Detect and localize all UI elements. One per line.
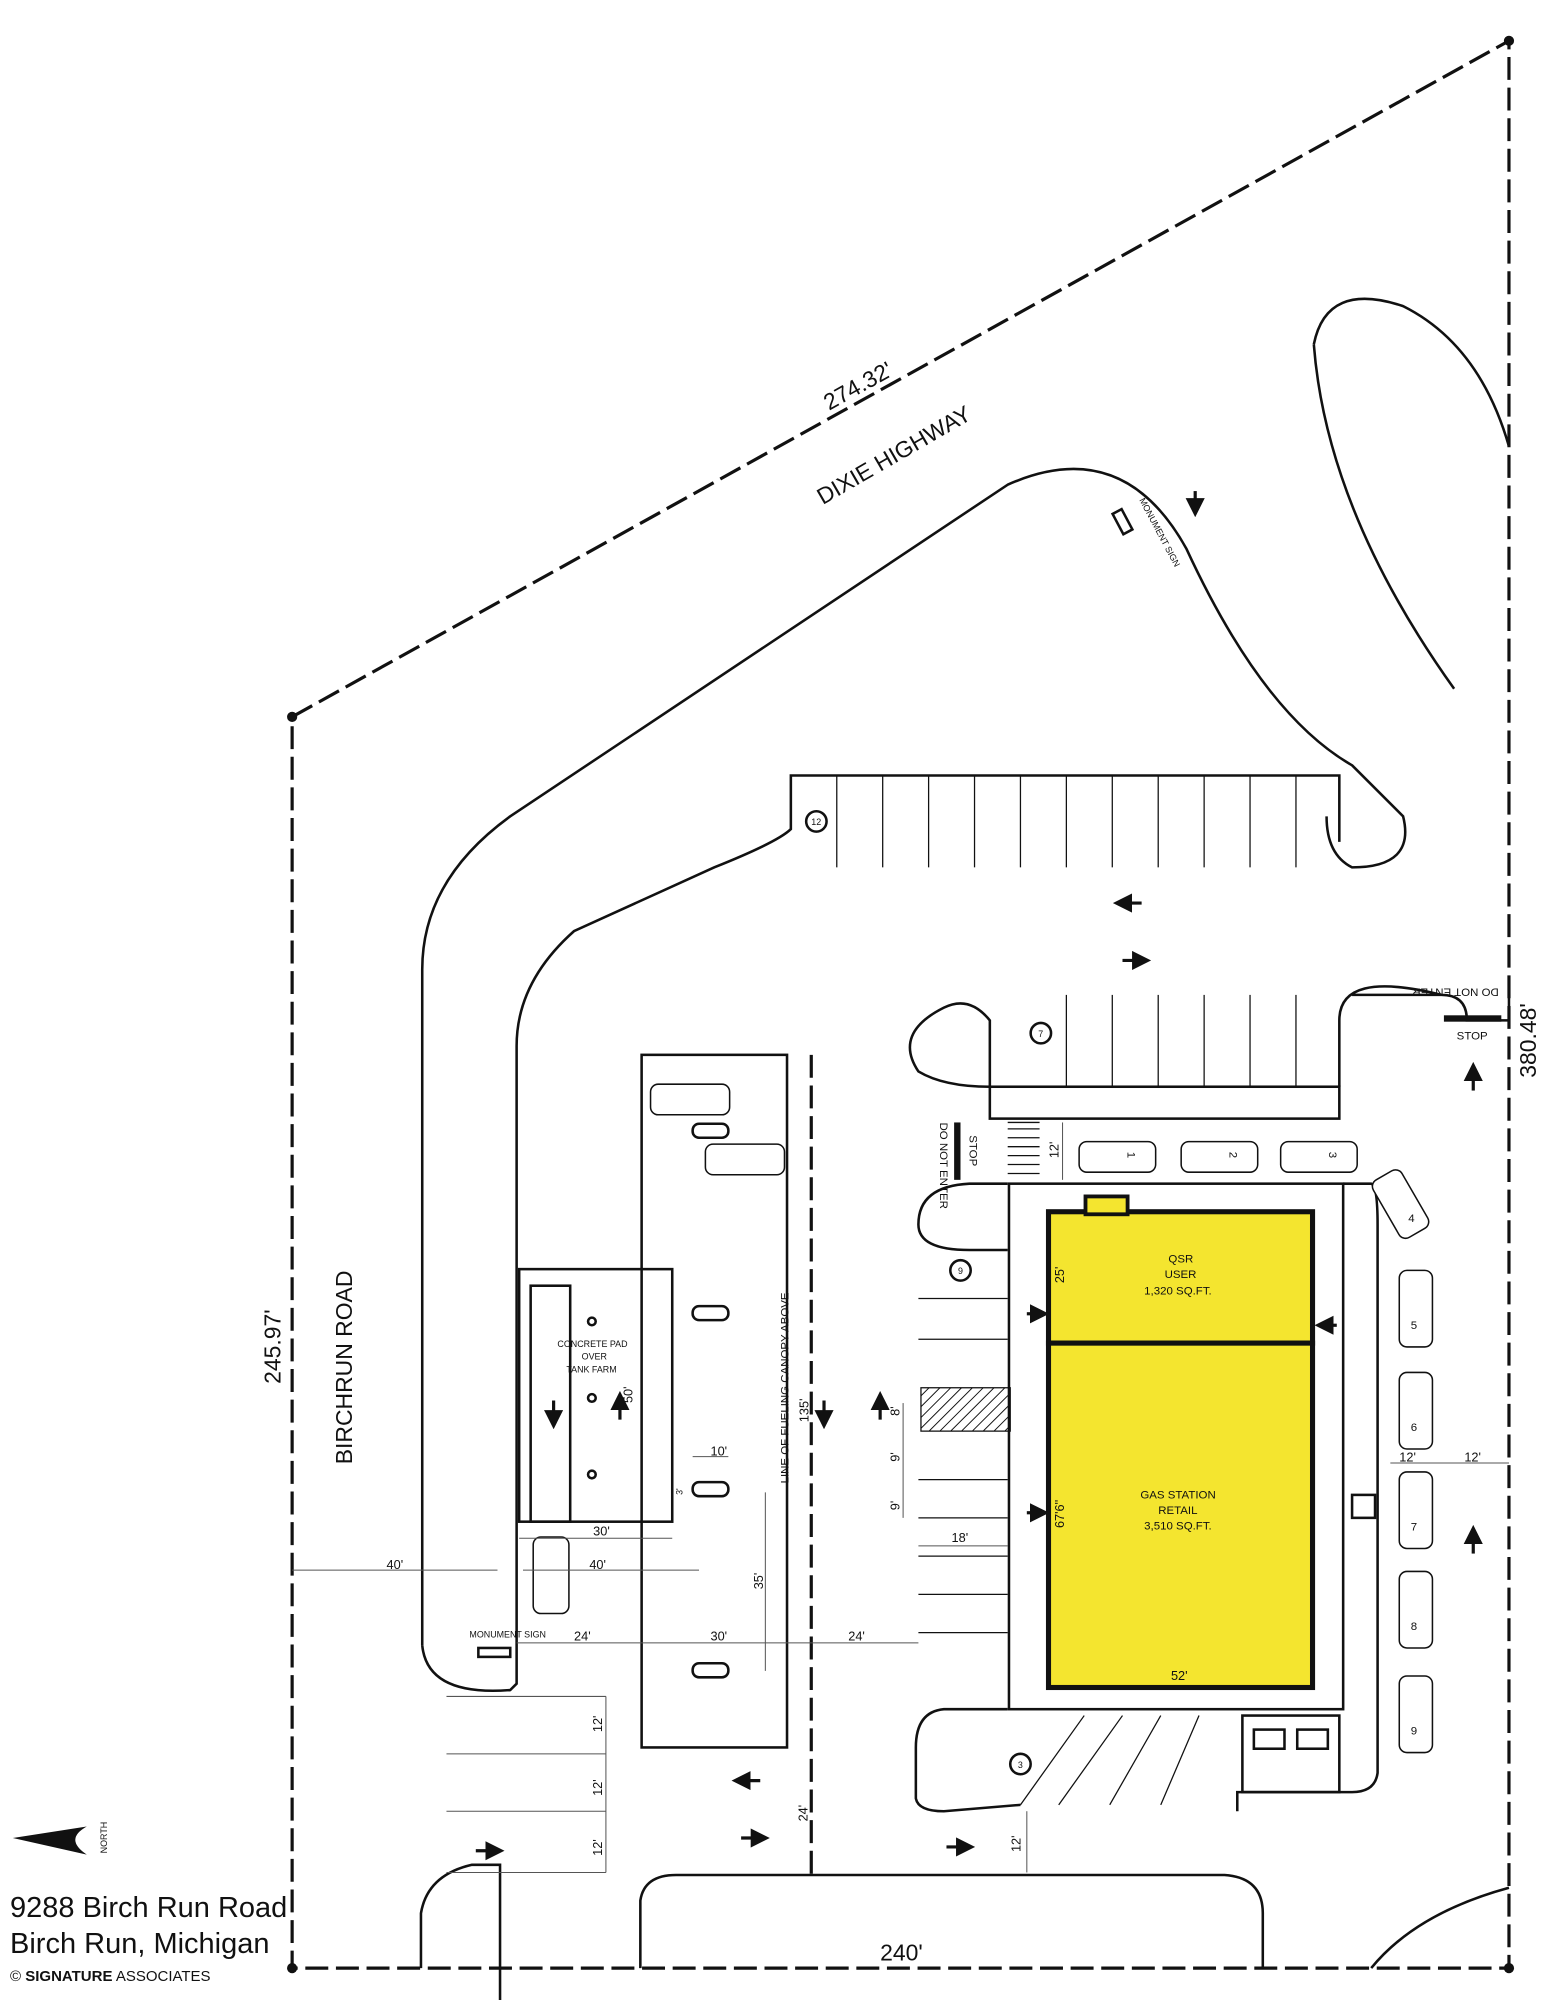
credit-brand: SIGNATURE <box>25 1968 113 1985</box>
car-7: 7 <box>1411 1522 1417 1534</box>
building-bump <box>1083 1194 1130 1217</box>
parking-count-9: 9 <box>958 1266 963 1276</box>
car-4: 4 <box>1408 1213 1415 1225</box>
qsr-area: 1,320 SQ.FT. <box>1144 1286 1212 1298</box>
dixie-highway-label: DIXIE HIGHWAY <box>812 400 975 509</box>
south-edge-dimension: 240' <box>880 1939 923 1965</box>
tank-farm <box>517 1267 674 1523</box>
tank-farm-width: 30' <box>593 1524 610 1539</box>
dim-40-left: 40' <box>387 1557 404 1572</box>
west-edge-dimension: 245.97' <box>260 1309 286 1384</box>
north-arrow-icon <box>12 1826 87 1855</box>
car-2: 2 <box>1227 1152 1239 1158</box>
dim-12-drive-thru: 12' <box>1047 1142 1062 1159</box>
stop-bar-right <box>1443 1015 1502 1022</box>
monument-sign-left <box>477 1646 512 1659</box>
gas-line1: GAS STATION <box>1140 1490 1215 1502</box>
fuel-dispensers <box>691 1122 730 1679</box>
dim-9-a: 9' <box>887 1452 902 1462</box>
east-edge-dimension: 380.48' <box>1515 1003 1541 1078</box>
car-1: 1 <box>1125 1152 1137 1158</box>
gas-line2: RETAIL <box>1158 1505 1197 1517</box>
parking-count-markers <box>804 809 1053 1776</box>
address-line2: Birch Run, Michigan <box>10 1928 270 1960</box>
gas-width: 52' <box>1171 1668 1188 1683</box>
stop-bar-left <box>954 1122 961 1180</box>
dim-12-lane1: 12' <box>590 1716 605 1733</box>
dim-40-right: 40' <box>589 1557 606 1572</box>
dim-18: 18' <box>952 1530 969 1545</box>
traffic-arrows <box>475 491 1483 1861</box>
monument-sign-left-label: MONUMENT SIGN <box>469 1630 546 1640</box>
parking-count-3: 3 <box>1018 1760 1023 1770</box>
gas-depth: 67'6" <box>1052 1500 1067 1528</box>
parking-count-7: 7 <box>1038 1029 1043 1039</box>
dim-9-b: 9' <box>887 1501 902 1511</box>
utility-box <box>1350 1493 1377 1520</box>
dim-12-lane2: 12' <box>590 1779 605 1796</box>
copyright-symbol: © <box>10 1968 22 1985</box>
dim-8: 8' <box>887 1406 902 1416</box>
dim-30: 30' <box>711 1628 728 1643</box>
dim-12-queue-right: 12' <box>1464 1450 1481 1465</box>
stop-label-right: STOP <box>1457 1031 1488 1043</box>
ada-aisle <box>920 1387 1011 1432</box>
parking-stripes <box>836 775 1297 1806</box>
do-not-enter-right: DO NOT ENTER <box>1412 986 1498 998</box>
tank-farm-length: 50' <box>621 1386 636 1403</box>
dim-24-right: 24' <box>848 1628 865 1643</box>
dim-12-bottom: 12' <box>1008 1835 1023 1852</box>
qsr-unit <box>1045 1209 1316 1346</box>
gas-station-unit <box>1045 1340 1316 1691</box>
dim-24-bottom: 24' <box>795 1805 810 1822</box>
dimension-lines <box>292 1122 1509 1873</box>
parking-count-12: 12 <box>811 817 821 827</box>
credit-suffix: ASSOCIATES <box>115 1968 211 1985</box>
address-line1: 9288 Birch Run Road <box>10 1892 288 1924</box>
car-5: 5 <box>1411 1320 1417 1332</box>
north-label: NORTH <box>99 1822 109 1854</box>
trash-enclosure <box>1241 1714 1341 1794</box>
drive-thru-cars <box>532 1083 1434 1754</box>
tank-farm-line1: CONCRETE PAD <box>557 1339 627 1349</box>
dim-24-left: 24' <box>574 1628 591 1643</box>
qsr-line2: USER <box>1165 1269 1197 1281</box>
canopy-label: LINE OF FUELING CANOPY ABOVE <box>779 1292 791 1483</box>
stop-label-left: STOP <box>966 1135 978 1166</box>
qsr-depth: 25' <box>1052 1267 1067 1284</box>
monument-sign-top <box>1110 507 1135 536</box>
address-block: 9288 Birch Run Road Birch Run, Michigan … <box>10 1890 287 1985</box>
dim-10: 10' <box>711 1443 728 1458</box>
car-9: 9 <box>1411 1726 1417 1738</box>
property-boundary <box>287 35 1515 1974</box>
car-3: 3 <box>1326 1152 1338 1158</box>
gas-area: 3,510 SQ.FT. <box>1144 1520 1212 1532</box>
credit: © SIGNATURE ASSOCIATES <box>10 1968 287 1985</box>
fueling-canopy <box>640 1053 789 1749</box>
dim-35: 35' <box>751 1573 766 1590</box>
tank-farm-line3: TANK FARM <box>566 1364 616 1374</box>
dim-12-lane3: 12' <box>590 1839 605 1856</box>
dim-12-queue-left: 12' <box>1399 1450 1416 1465</box>
qsr-line1: QSR <box>1168 1254 1193 1266</box>
canopy-length: 135' <box>797 1398 812 1422</box>
do-not-enter-left: DO NOT ENTER <box>937 1122 949 1208</box>
walkway <box>1007 1182 1345 1711</box>
tank-farm-line2: OVER <box>582 1352 608 1362</box>
car-8: 8 <box>1411 1621 1417 1633</box>
dim-3: 3' <box>674 1488 684 1495</box>
birchrun-road-label: BIRCHRUN ROAD <box>331 1271 357 1465</box>
car-6: 6 <box>1411 1422 1417 1434</box>
